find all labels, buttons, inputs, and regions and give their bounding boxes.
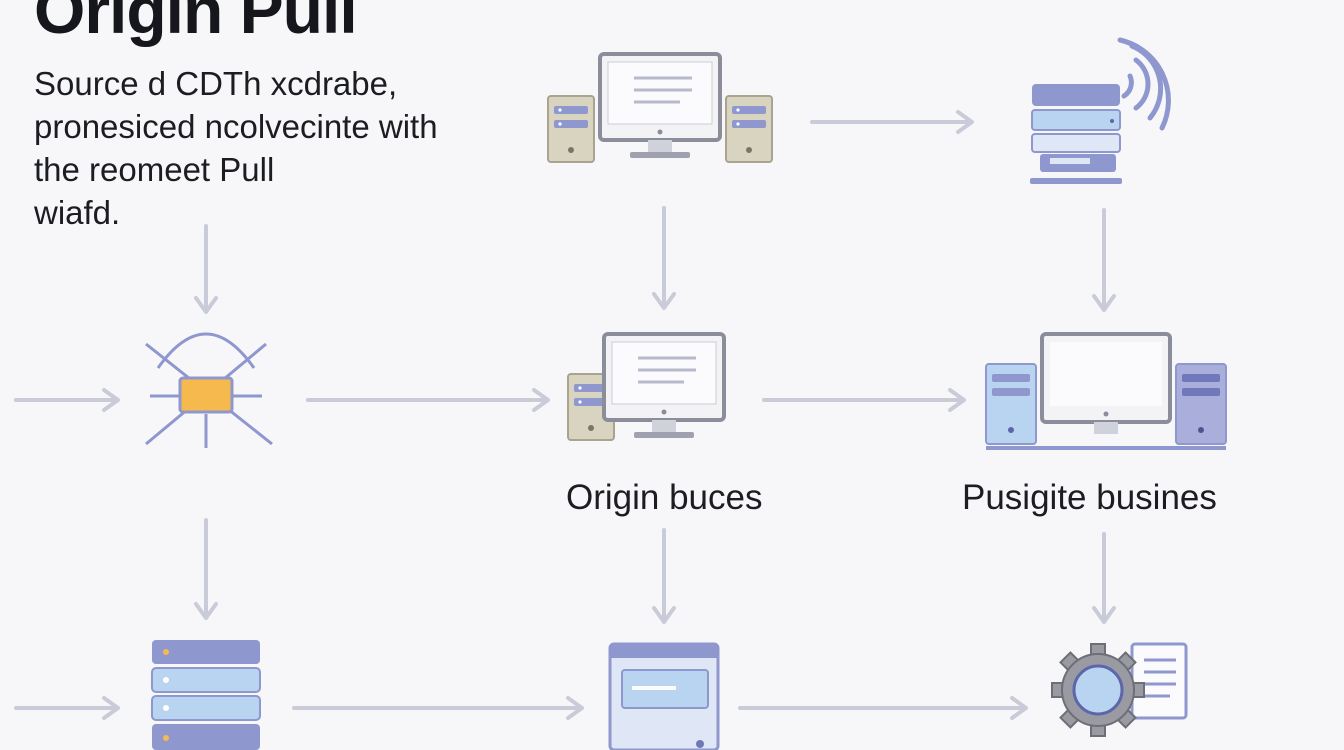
network-hub-icon	[145, 332, 273, 448]
push-label: Pusigite busines	[962, 478, 1217, 517]
description-line: pronesiced ncolvecinte with	[34, 108, 438, 145]
browser-window-icon	[608, 642, 720, 750]
arrow	[1092, 532, 1116, 624]
description: Source d CDTh xcdrabe, pronesiced ncolve…	[34, 62, 534, 234]
wireless-server-icon	[1030, 37, 1171, 184]
description-line: wiafd.	[34, 194, 121, 231]
diagram-title: Origin Pull	[34, 0, 358, 47]
arrow	[1092, 208, 1116, 312]
arrow	[652, 206, 676, 310]
arrow	[810, 110, 974, 134]
description-line: the reomeet Pull	[34, 151, 275, 188]
computer-with-servers-icon	[567, 332, 726, 441]
arrow	[762, 388, 966, 412]
arrow	[306, 388, 550, 412]
arrows	[14, 110, 1116, 720]
arrow	[194, 224, 218, 314]
gear-document-icon	[1051, 642, 1188, 737]
arrow	[194, 518, 218, 620]
server-stack-icon	[151, 640, 261, 750]
computer-with-servers-icon	[985, 332, 1227, 450]
arrow	[738, 696, 1028, 720]
computer-with-servers-icon	[547, 52, 773, 163]
origin-label: Origin buces	[566, 478, 763, 517]
arrow	[14, 388, 120, 412]
description-line: Source d CDTh xcdrabe,	[34, 65, 398, 102]
arrow	[652, 528, 676, 624]
arrow	[292, 696, 584, 720]
arrow	[14, 696, 120, 720]
